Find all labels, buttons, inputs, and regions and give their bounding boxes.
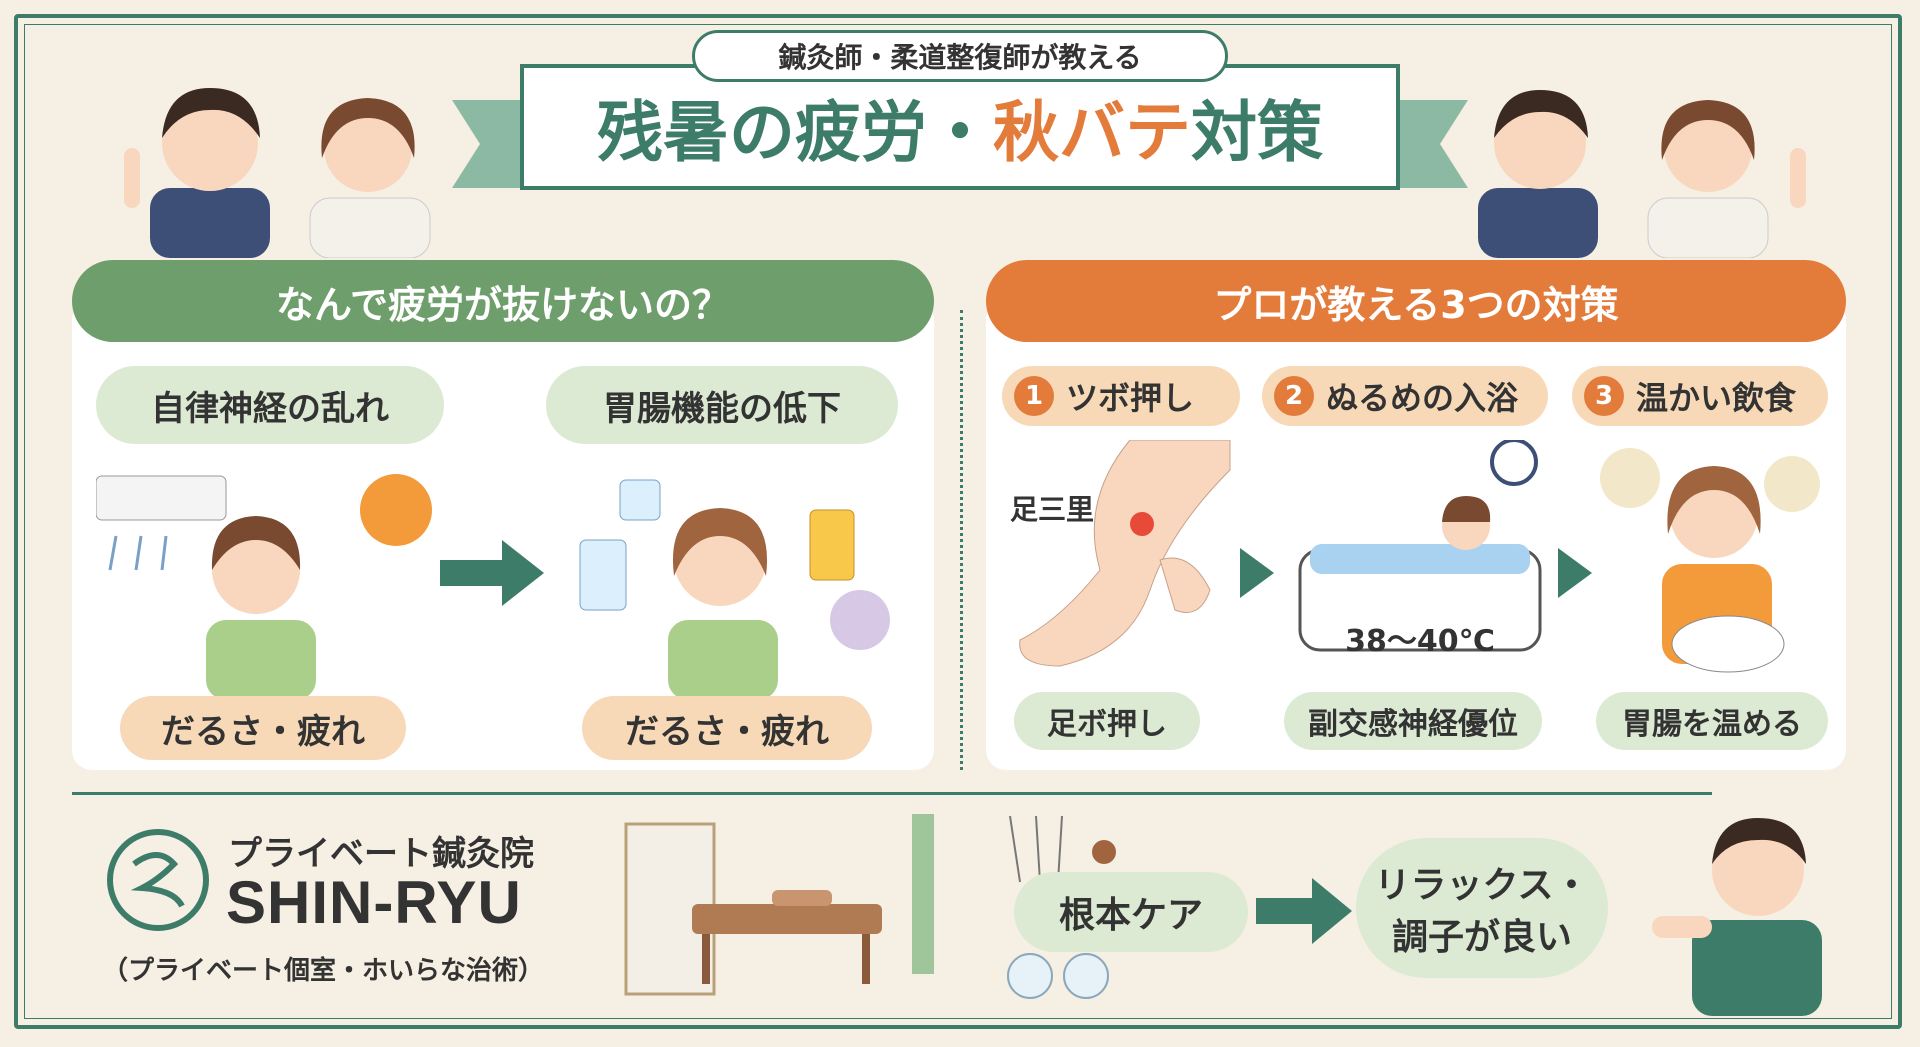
measure-3-result: 胃腸を温める [1596, 692, 1828, 750]
measure-3-number: 3 [1584, 376, 1624, 416]
main-title: 残暑の疲労・秋バテ対策 [520, 64, 1400, 190]
clinic-name-en: SHIN-RYU [226, 869, 522, 936]
tsubo-callout: 足三里 [1010, 493, 1095, 526]
clinic-name-jp: プライベート鍼灸院 [228, 834, 534, 874]
needles-icon [1009, 815, 1116, 883]
staff-illustration-left [124, 88, 431, 258]
arrow-right-icon [440, 540, 544, 606]
measure-2-result: 副交感神経優位 [1284, 692, 1542, 750]
step-arrow-1-icon [1240, 548, 1274, 598]
cause-1-result: だるさ・疲れ [120, 696, 406, 760]
cause-2-illustration [579, 479, 890, 700]
section-divider [960, 310, 963, 770]
arrow-right-icon-bottom [1256, 878, 1352, 944]
root-care-label: 根本ケア [1014, 872, 1248, 952]
bath-illustration [1298, 440, 1542, 652]
warm-meal-illustration [1600, 448, 1820, 673]
bath-temperature: 38〜40℃ [1345, 624, 1495, 659]
measure-1-number: 1 [1014, 376, 1054, 416]
treatment-room-illustration [624, 814, 934, 996]
doctor-illustration [1652, 818, 1822, 1016]
staff-illustration-right [1478, 90, 1806, 258]
measure-3-label: 3 温かい飲食 [1572, 366, 1828, 426]
measure-2-label: 2 ぬるめの入浴 [1262, 366, 1548, 426]
step-arrow-2-icon [1558, 548, 1592, 598]
relax-result: リラックス・ 調子が良い [1356, 838, 1608, 978]
subtitle: 鍼灸師・柔道整復師が教える [692, 30, 1228, 82]
cause-2-result: だるさ・疲れ [582, 696, 872, 760]
measure-1-result: 足ボ押し [1014, 692, 1200, 750]
measure-2-number: 2 [1274, 376, 1314, 416]
measure-1-text: ツボ押し [1066, 379, 1195, 417]
title-part-3: 対策 [1191, 94, 1323, 171]
cause-2-label: 胃腸機能の低下 [546, 366, 898, 444]
result-line-2: 調子が良い [1391, 917, 1572, 958]
measure-3-text: 温かい飲食 [1636, 379, 1797, 417]
clinic-logo-icon [107, 829, 209, 931]
inner-frame [24, 24, 1892, 1019]
cupping-icon [1007, 953, 1109, 999]
measure-2-text: ぬるめの入浴 [1326, 379, 1519, 417]
title-ribbon [452, 100, 1468, 188]
bottom-separator [72, 792, 1712, 795]
clinic-tagline: （プライベート個室・ホいらな治術） [102, 956, 545, 986]
leg-acupressure-illustration [1019, 440, 1231, 667]
result-line-1: リラックス・ [1374, 865, 1590, 906]
title-part-2: 秋バテ [993, 94, 1191, 171]
outer-frame [14, 14, 1902, 1029]
cause-1-label: 自律神経の乱れ [96, 366, 444, 444]
title-part-1: 残暑の疲労・ [597, 94, 993, 171]
cause-1-illustration [96, 474, 432, 700]
measures-section-title: プロが教える3つの対策 [986, 260, 1846, 342]
measure-1-label: 1 ツボ押し [1002, 366, 1240, 426]
cause-section-title: なんで疲労が抜けないの？ [72, 260, 934, 342]
